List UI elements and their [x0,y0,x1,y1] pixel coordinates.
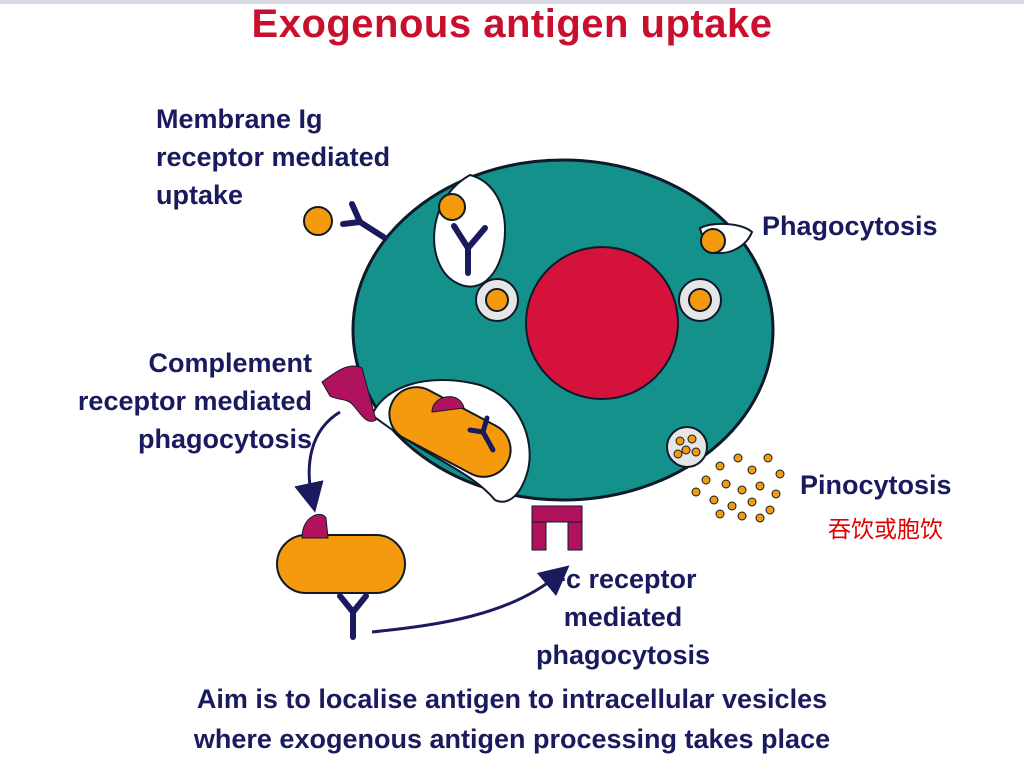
bacterium-complement [301,514,329,539]
vesicle-right-antigen [688,288,712,312]
fc-receptor [531,505,583,551]
pinocytosis-dots [691,453,785,523]
opsonized-bacterium [276,534,406,594]
label-phagocytosis: Phagocytosis [762,211,938,241]
label-complement: Complement receptor mediated phagocytosi… [77,348,312,454]
phagosome-complement [431,396,465,413]
pinocytosis-vesicle-dots [673,434,701,459]
label-pinocytosis: Pinocytosis [800,470,952,500]
vesicle-left-antigen [485,288,509,312]
complement-receptor [321,365,377,422]
external-antigen [303,206,333,236]
label-fc-receptor: Fc receptor mediated phagocytosis [535,564,711,670]
caption-line-1: Aim is to localise antigen to intracellu… [196,684,828,714]
fc-arrow [371,565,570,634]
bacterium-y-antibody [337,593,369,640]
phagosome-y-receptor [467,415,496,453]
nucleus [525,246,679,400]
top-border-line [0,0,1024,4]
caption-line-2: where exogenous antigen processing takes… [193,724,831,754]
label-pinocytosis-chinese: 吞饮或胞饮 [828,517,943,543]
label-membrane-ig: Membrane Ig receptor mediated uptake [156,104,391,210]
y-receptor-in-vesicle [451,223,488,276]
phagocytosis-antigen [700,228,726,254]
complement-arrow [294,410,341,513]
diagram-title: Exogenous antigen uptake [251,2,773,46]
external-y-receptor [340,201,388,241]
antigen-in-vesicle [438,193,466,221]
